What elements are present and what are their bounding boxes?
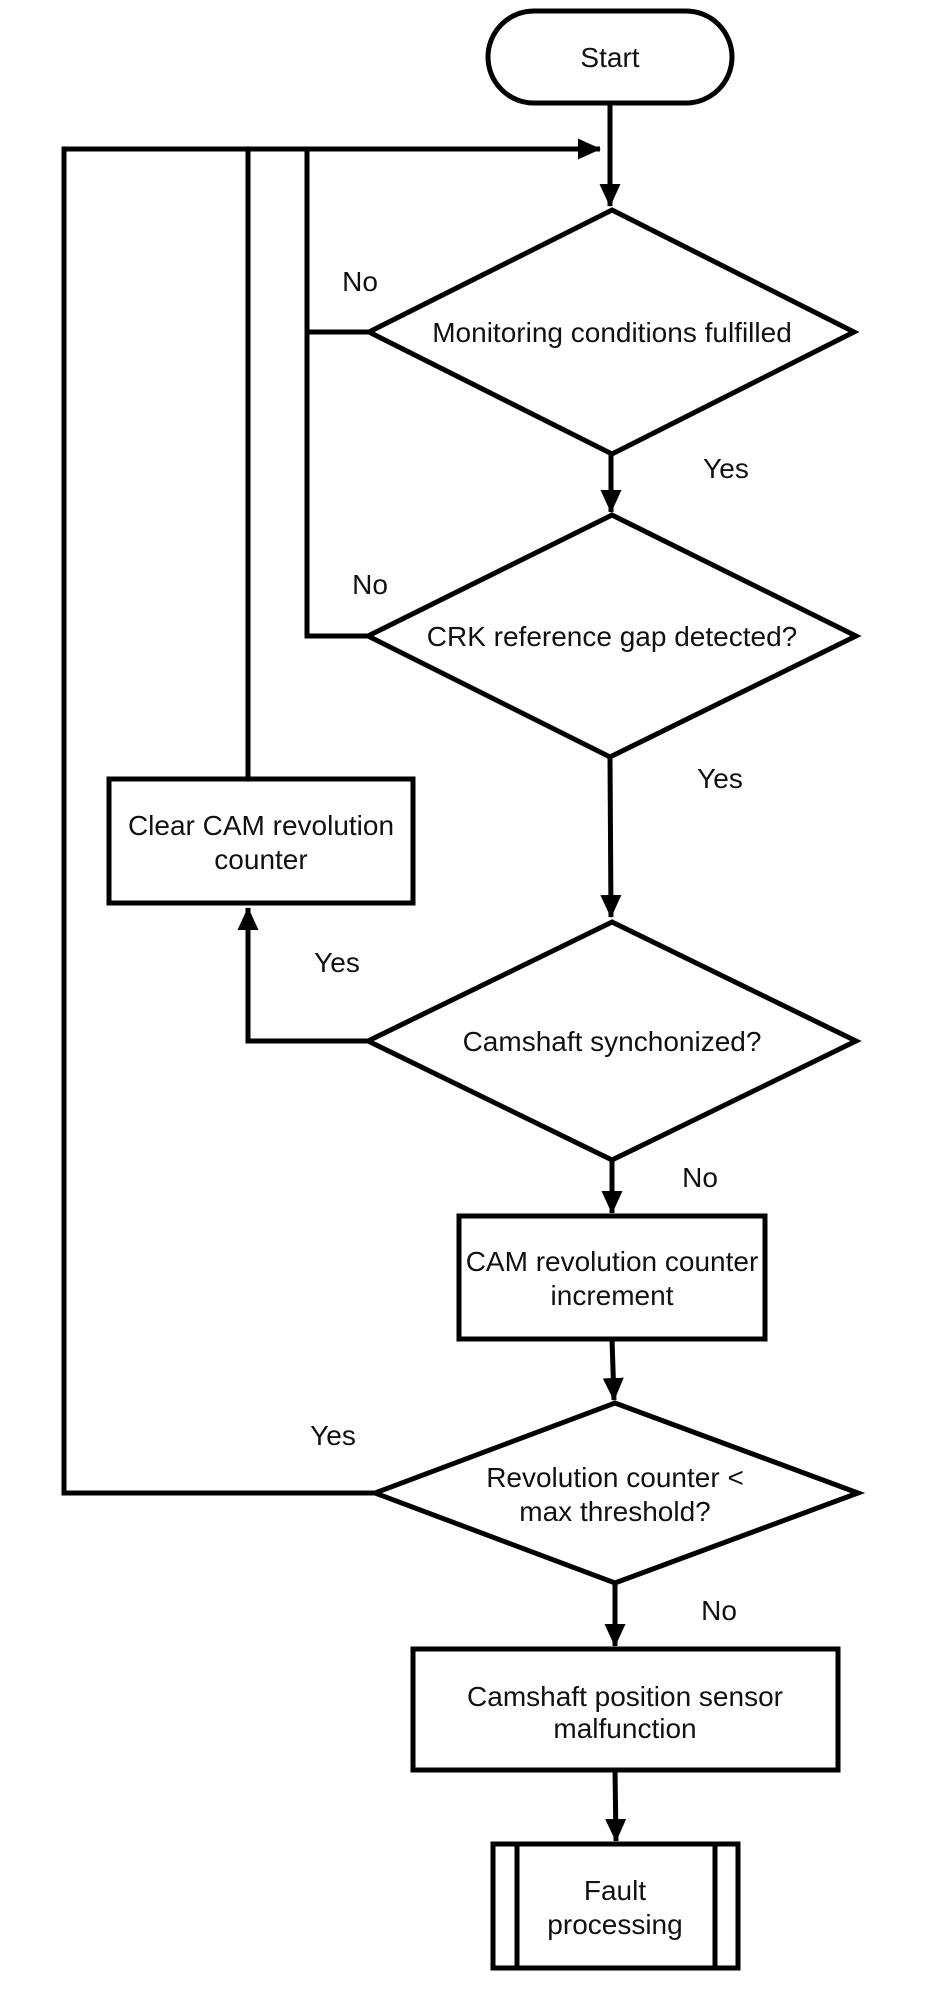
node-fault-predefined-process [490, 1841, 741, 1971]
node-threshold-decision [367, 1400, 866, 1586]
monitoring-yes-label: Yes [703, 453, 749, 484]
threshold-no-label: No [701, 1595, 737, 1626]
crk-label: CRK reference gap detected? [427, 621, 797, 652]
node-monitoring-decision [363, 207, 860, 457]
edge-no-rail [304, 149, 368, 639]
node-clear-counter-process [106, 776, 416, 906]
sync-label: Camshaft synchonized? [463, 1026, 762, 1057]
node-labels: Start Monitoring conditions fulfilled CR… [128, 42, 797, 1940]
malfunction-label-line2: malfunction [553, 1713, 696, 1744]
threshold-label-line2: max threshold? [519, 1496, 710, 1527]
fault-label-line1: Fault [584, 1875, 646, 1906]
increment-label-line2: increment [551, 1280, 674, 1311]
crk-yes-label: Yes [697, 763, 743, 794]
increment-label-line1: CAM revolution counter [466, 1246, 759, 1277]
edge-malfunction-to-fault [605, 1769, 627, 1842]
edges [61, 103, 627, 1842]
fault-label-line2: processing [547, 1909, 682, 1940]
edge-increment-to-threshold [602, 1338, 624, 1401]
threshold-yes-label: Yes [310, 1420, 356, 1451]
node-increment-process [456, 1213, 768, 1342]
threshold-label-line1: Revolution counter < [486, 1462, 744, 1493]
sync-yes-label: Yes [314, 947, 360, 978]
clear-counter-label-line2: counter [214, 844, 307, 875]
clear-counter-label-line1: Clear CAM revolution [128, 810, 394, 841]
sync-no-label: No [682, 1162, 718, 1193]
node-sync-decision [362, 919, 862, 1163]
edge-threshold-yes-loop [61, 138, 601, 1496]
edge-sync-yes [237, 907, 368, 1044]
edge-labels: No Yes No Yes Yes No Yes No [310, 266, 749, 1626]
crk-no-label: No [352, 569, 388, 600]
node-malfunction-process [410, 1646, 841, 1773]
node-crk-decision [362, 512, 862, 760]
monitoring-label: Monitoring conditions fulfilled [432, 317, 792, 348]
monitoring-no-label: No [342, 266, 378, 297]
start-label: Start [580, 42, 639, 73]
node-start-terminator [485, 8, 735, 106]
malfunction-label-line1: Camshaft position sensor [467, 1681, 783, 1712]
edge-crk-yes [600, 756, 622, 918]
nodes [106, 8, 866, 1971]
